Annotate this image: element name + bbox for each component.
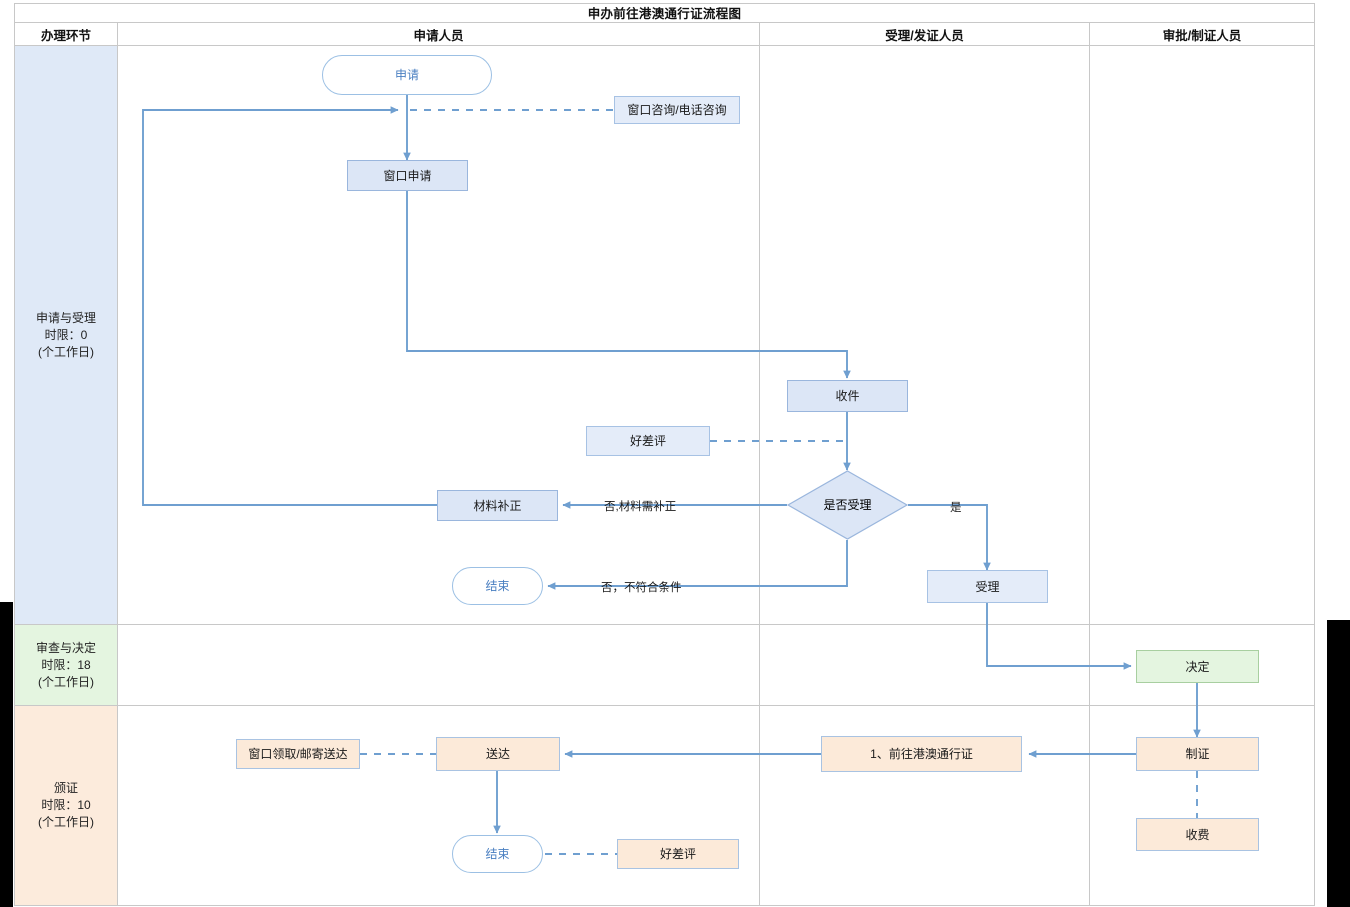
screen-edge-band-left xyxy=(0,602,13,907)
edge-decision-to-accept xyxy=(908,504,991,571)
node-consult-note[interactable]: 窗口咨询/电话咨询 xyxy=(614,96,740,124)
diamond-shape-icon xyxy=(787,470,908,540)
edge-label-no-not-qualified: 否，不符合条件 xyxy=(601,582,682,594)
grid-line-bottom xyxy=(14,905,1315,906)
node-end-done[interactable]: 结束 xyxy=(452,835,543,873)
grid-line-lane2-bottom xyxy=(14,705,1315,706)
node-make-cert[interactable]: 制证 xyxy=(1136,737,1259,771)
node-window-apply[interactable]: 窗口申请 xyxy=(347,160,468,191)
grid-line-title-bottom xyxy=(14,22,1315,23)
grid-line-left xyxy=(14,3,15,906)
edge-label-yes: 是 xyxy=(950,502,962,514)
node-accept[interactable]: 受理 xyxy=(927,570,1048,603)
lane-label-review: 审查与决定 时限：18 (个工作日) xyxy=(15,625,117,705)
node-end-reject[interactable]: 结束 xyxy=(452,567,543,605)
lane-cell-issue xyxy=(15,706,117,905)
lane-apply-unit: (个工作日) xyxy=(38,344,94,359)
lane-cell-apply xyxy=(15,46,117,624)
lane-review-unit: (个工作日) xyxy=(38,674,94,689)
column-header-approver: 审批/制证人员 xyxy=(1162,28,1242,43)
grid-line-top xyxy=(14,3,1315,4)
lane-issue-name: 颁证 xyxy=(53,781,78,795)
lane-issue-unit: (个工作日) xyxy=(38,815,94,829)
node-start-apply[interactable]: 申请 xyxy=(322,55,492,95)
node-decision[interactable]: 决定 xyxy=(1136,650,1259,683)
node-deliver[interactable]: 送达 xyxy=(436,737,560,771)
node-material-fix[interactable]: 材料补正 xyxy=(437,490,558,521)
node-rating-bottom[interactable]: 好差评 xyxy=(617,839,739,869)
edge-decision-to-end-reject xyxy=(547,540,848,590)
node-decide-accept[interactable]: 是否受理 xyxy=(787,470,908,540)
column-header-applicant: 申请人员 xyxy=(413,28,464,43)
node-receive[interactable]: 收件 xyxy=(787,380,908,412)
lane-review-name: 审查与决定 xyxy=(35,640,96,655)
node-rating-top[interactable]: 好差评 xyxy=(586,426,710,456)
grid-line-header-bottom xyxy=(14,45,1315,46)
grid-line-lane1-bottom xyxy=(14,624,1315,625)
column-header-stage: 办理环节 xyxy=(40,28,91,43)
edge-accept-to-decision xyxy=(986,603,1132,670)
lane-issue-limit: 时限：10 xyxy=(41,798,91,812)
lane-review-limit: 时限：18 xyxy=(41,657,91,672)
grid-line-col2 xyxy=(759,22,760,906)
lane-cell-review xyxy=(15,625,117,705)
node-cert-item[interactable]: 1、前往港澳通行证 xyxy=(821,736,1022,772)
node-pickup-note[interactable]: 窗口领取/邮寄送达 xyxy=(236,739,360,769)
lane-label-apply: 申请与受理 时限：0 (个工作日) xyxy=(15,46,117,624)
lane-label-issue: 颁证 时限：10 (个工作日) xyxy=(15,706,117,905)
edge-window-apply-to-receive xyxy=(406,191,851,379)
grid-line-col1 xyxy=(117,22,118,906)
edge-label-no-need-fix: 否,材料需补正 xyxy=(604,501,677,513)
screen-edge-band-right xyxy=(1327,620,1350,907)
grid-line-right xyxy=(1314,3,1315,906)
page-title: 申办前往港澳通行证流程图 xyxy=(587,6,742,21)
node-decide-accept-label: 是否受理 xyxy=(823,498,872,512)
grid-line-col3 xyxy=(1089,22,1090,906)
node-charge-fee[interactable]: 收费 xyxy=(1136,818,1259,851)
lane-apply-limit: 时限：0 xyxy=(44,327,88,342)
column-header-acceptor: 受理/发证人员 xyxy=(885,28,964,43)
lane-apply-name: 申请与受理 xyxy=(35,310,96,325)
